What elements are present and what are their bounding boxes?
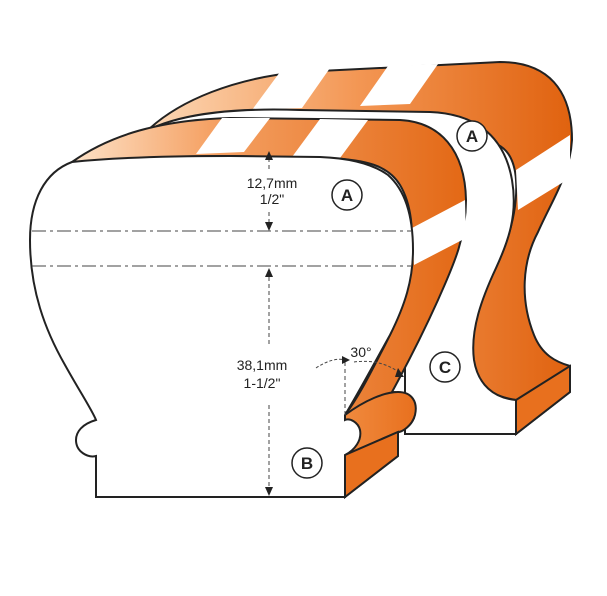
dimension-main [265, 268, 273, 496]
front-stripe-1 [196, 118, 270, 154]
svg-text:C: C [439, 358, 451, 377]
main-height-mm: 38,1mm [237, 357, 288, 373]
svg-text:B: B [301, 454, 313, 473]
main-height-in: 1-1/2" [244, 375, 281, 391]
badge-back-a: A [456, 120, 488, 152]
top-height-mm: 12,7mm [247, 175, 298, 191]
back-base-front [515, 364, 571, 437]
badge-front-a: A [331, 179, 363, 211]
angle-label: 30° [350, 344, 371, 360]
back-stripe-1 [252, 68, 330, 110]
dimension-top [265, 151, 273, 231]
back-stripe-2 [360, 64, 438, 106]
angle-indicator [315, 356, 404, 417]
front-stripe-2 [292, 119, 368, 158]
front-stripe-3 [412, 200, 466, 265]
badge-back-c: C [429, 351, 461, 383]
front-profile [28, 116, 468, 500]
front-profile-face [28, 154, 415, 498]
top-height-in: 1/2" [260, 191, 284, 207]
badge-front-b: B [291, 447, 323, 479]
svg-text:A: A [466, 127, 478, 146]
svg-text:A: A [341, 186, 353, 205]
back-stripe-3 [516, 135, 570, 210]
